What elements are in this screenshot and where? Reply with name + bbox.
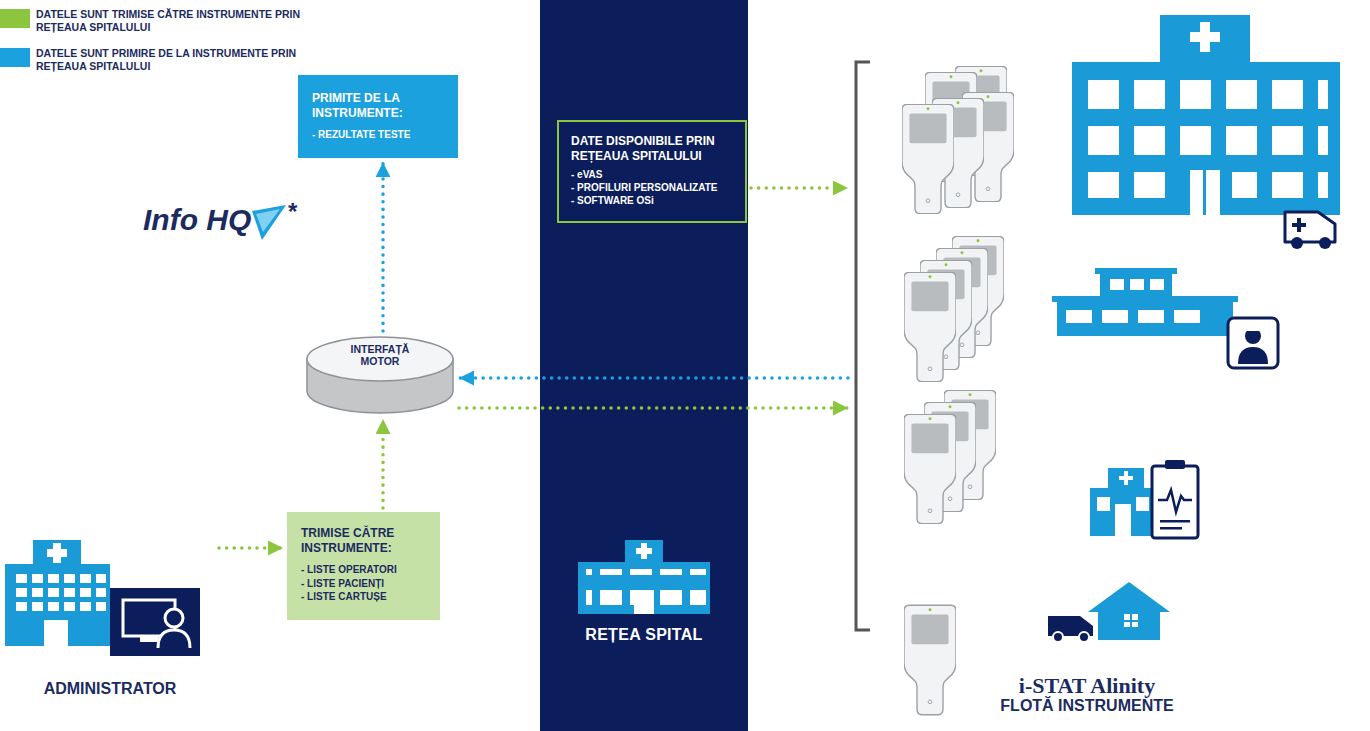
node-body: - REZULTATE TESTE [312,129,446,140]
instrument-fleet: i-STAT AlinityFLOTĂ INSTRUMENTE [852,60,1182,725]
ambulance-icon [1285,212,1335,249]
dotted-arrow [381,419,385,508]
legend-text: DATELE SUNT TRIMISE CĂTRE INSTRUMENTE PR… [36,8,336,33]
admin-workstation [110,588,200,656]
clinic-icon [1052,268,1238,336]
node-title: REȚEA SPITAL [540,626,748,644]
node-title: i-STAT Alinity [992,674,1182,697]
legend-item: DATELE SUNT TRIMISE CĂTRE INSTRUMENTE PR… [0,8,360,33]
node-body: FLOTĂ INSTRUMENTE [992,697,1182,715]
node-title: PRIMITE DE LA INSTRUMENTE: [312,91,446,120]
dotted-arrow [459,376,848,380]
node-title: TRIMISE CĂTRE INSTRUMENTE: [301,526,428,555]
sent-box: TRIMISE CĂTRE INSTRUMENTE: - LISTE OPERAT… [287,512,440,620]
legend-item: DATELE SUNT PRIMIRE DE LA INSTRUMENTE PR… [0,47,360,72]
engine-cylinder: INTERFAȚĂ MOTOR [305,335,455,415]
legend-swatch [0,48,30,67]
node-title: INTERFAȚĂ MOTOR [334,344,426,367]
instrument-single [904,605,956,715]
network-band: REȚEA SPITAL DATE DISPONIBILE PRIN REȚEAU… [540,0,748,731]
instrument-group [888,66,1014,214]
van-icon [1048,616,1093,642]
instrument-group [904,390,996,524]
legend-swatch [0,9,30,28]
dotted-arrow [381,162,385,331]
administrator: ADMINISTRATOR [5,540,215,715]
network-hospital-icon [540,530,748,620]
footnote-mark: * [288,198,297,226]
fleet-bracket [856,62,870,630]
instrument-group [904,236,1004,382]
node-body: - eVAS - PROFILURI PERSONALIZATE - SOFTW… [571,168,735,207]
infohq-logo [252,205,286,240]
dotted-arrow [751,186,848,190]
home-icon [1088,582,1170,640]
dotted-arrow [219,546,283,550]
legend-text: DATELE SUNT PRIMIRE DE LA INSTRUMENTE PR… [36,47,336,72]
product-name: Info HQ [143,203,251,237]
hospital-icon [1072,15,1340,215]
dotted-arrow [459,406,848,410]
data-box: DATE DISPONIBILE PRIN REȚEAUA SPITALULUI… [557,120,747,223]
admin-building [5,540,110,646]
node-title: ADMINISTRATOR [5,680,215,698]
doctor-icon [1228,318,1278,368]
clinic-icon [1090,468,1156,536]
node-title: DATE DISPONIBILE PRIN REȚEAUA SPITALULUI [571,134,735,163]
received-box: PRIMITE DE LA INSTRUMENTE: - REZULTATE TE… [298,75,458,158]
node-body: - LISTE OPERATORI - LISTE PACIENȚI - LIS… [301,563,428,604]
clipboard-icon [1152,460,1198,538]
